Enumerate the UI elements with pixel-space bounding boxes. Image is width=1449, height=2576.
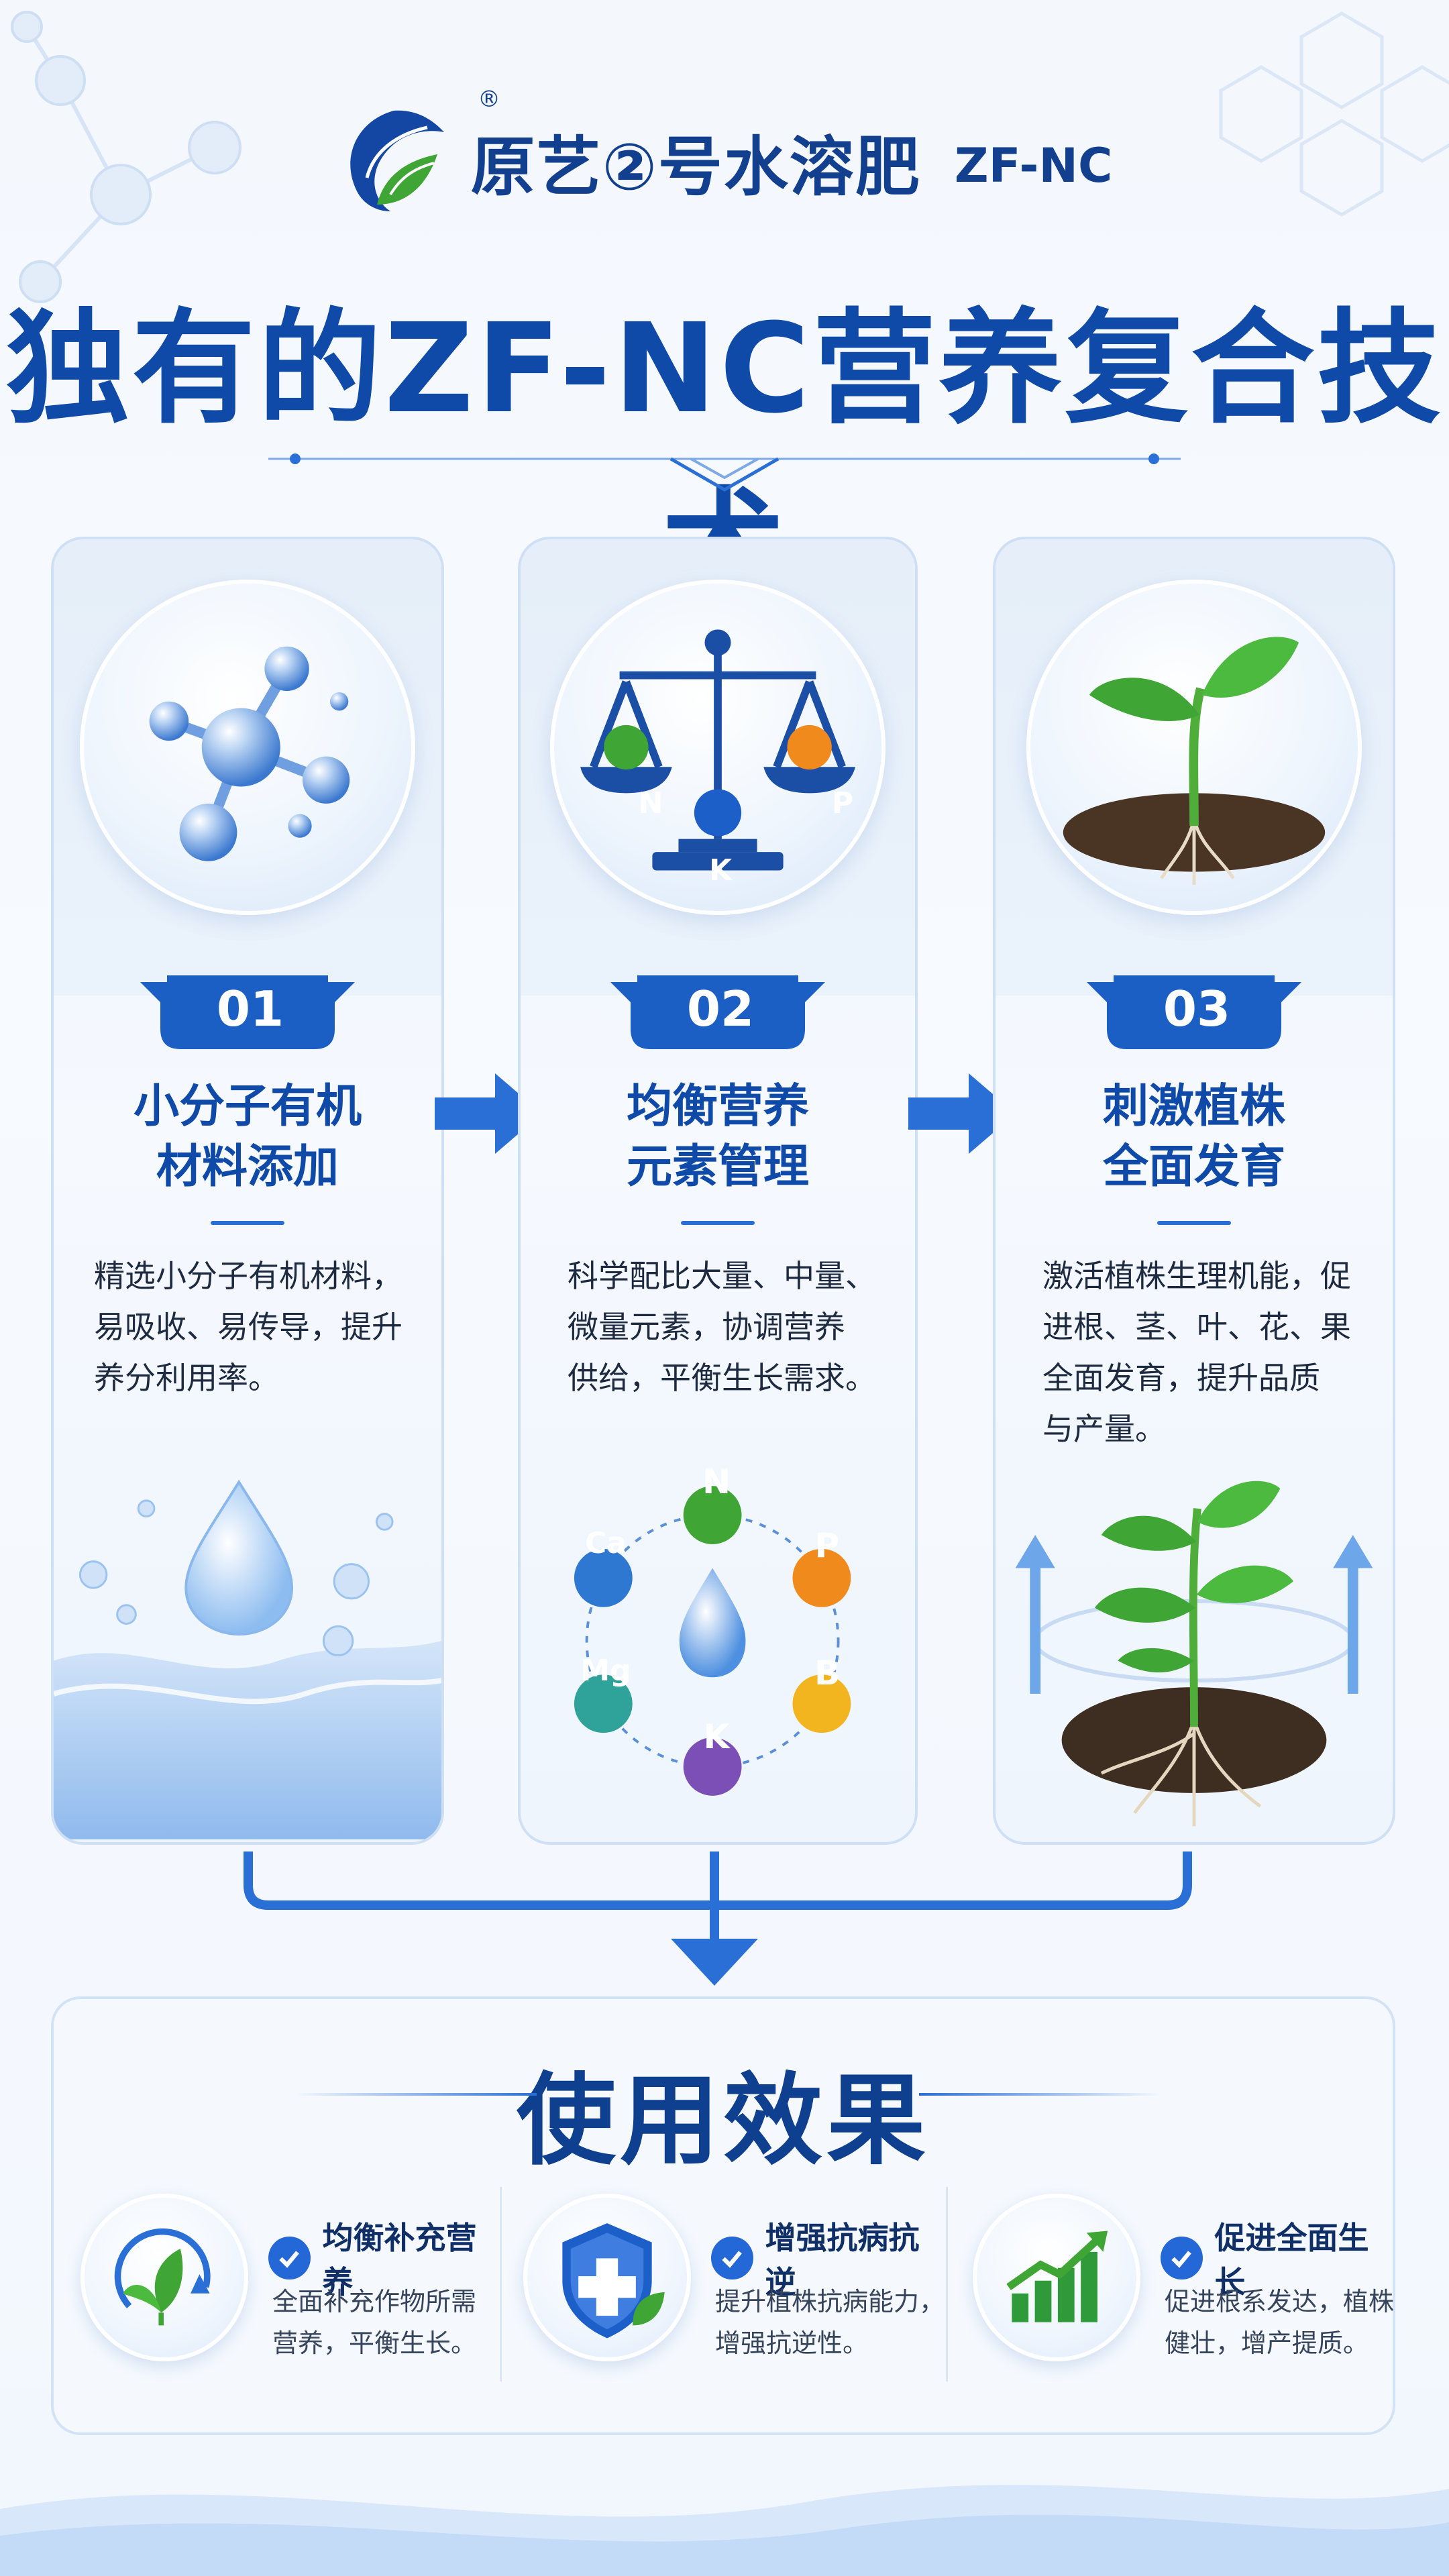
scale-label-n: N [638, 786, 663, 820]
effect-header: 促进全面生长 [1161, 2214, 1395, 2302]
growth-chart-icon [973, 2194, 1140, 2361]
step-description: 精选小分子有机材料， 易吸收、易传导，提升 养分利用率。 [94, 1258, 402, 1396]
title-underline [211, 1221, 284, 1225]
step-card-2: N P K 02 均衡营养 元素管理 科学配比大量、中量、 微量元素，协调营养 … [518, 537, 918, 1845]
water-drop-illustration [54, 1479, 441, 1839]
cards-connector-arrow [244, 1851, 1192, 1986]
step-title-line1: 小分子有机 [133, 1080, 362, 1133]
brand-code: ZF-NC [954, 138, 1113, 193]
element-label-mg: Mg [580, 1654, 631, 1688]
brand-header: 原艺②号水溶肥 ZF-NC [0, 94, 1449, 228]
effect-item-nutrition: 均衡补充营养 全面补充作物所需 营养，平衡生长。 [74, 2180, 503, 2402]
step-description: 科学配比大量、中量、 微量元素，协调营养 供给，平衡生长需求。 [568, 1258, 876, 1396]
balance-scale-icon [550, 580, 885, 915]
check-icon [711, 2237, 753, 2279]
element-label-n: N [702, 1462, 731, 1501]
leaf-cycle-icon [80, 2194, 248, 2361]
step-card-1: 01 小分子有机 材料添加 精选小分子有机材料， 易吸收、易传导，提升 养分利用… [51, 537, 444, 1845]
step-title-line1: 均衡营养 [626, 1080, 809, 1133]
effect-description: 促进根系发达，植株 健壮，增产提质。 [1165, 2287, 1395, 2358]
check-icon [1161, 2237, 1203, 2279]
step-title-line2: 元素管理 [626, 1140, 809, 1193]
step-title-line2: 材料添加 [156, 1140, 339, 1193]
effects-title: 使用效果 [517, 2063, 930, 2178]
effects-title-line-right [919, 2093, 1161, 2096]
step-number-badge [1087, 975, 1301, 1049]
element-label-k: K [703, 1717, 730, 1756]
step-number: 01 [216, 981, 284, 1037]
effects-panel: 使用效果 均衡补充营养 全面补充作物所需 营养，平衡生长。 [51, 1996, 1395, 2435]
step-arrow-2 [908, 1073, 1016, 1154]
effect-label: 均衡补充营养 [322, 2220, 477, 2300]
effects-divider [946, 2187, 948, 2381]
element-label-ca: Ca [585, 1526, 627, 1560]
effect-item-resistance: 增强抗病抗逆 提升植株抗病能力， 增强抗逆性。 [517, 2180, 946, 2402]
element-label-b: B [814, 1654, 841, 1693]
bottom-wave-decoration [0, 2485, 1449, 2576]
background-hexagon-decoration [1219, 11, 1449, 217]
step-title-line2: 全面发育 [1102, 1140, 1285, 1193]
page-title: 独有的ZF-NC营养复合技术 [5, 297, 1444, 619]
effect-description: 全面补充作物所需 营养，平衡生长。 [272, 2287, 477, 2358]
background-molecule-decoration [11, 11, 241, 303]
brand-name: 原艺②号水溶肥 [470, 129, 921, 205]
check-icon [268, 2237, 311, 2279]
seedling-icon [1026, 580, 1362, 915]
effect-description: 提升植株抗病能力， 增强抗逆性。 [715, 2287, 945, 2358]
step-description: 激活植株生理机能，促 进根、茎、叶、花、果 全面发育，提升品质 与产量。 [1042, 1258, 1351, 1447]
effect-header: 增强抗病抗逆 [711, 2214, 946, 2302]
step-number-badge [140, 975, 355, 1049]
effect-label: 增强抗病抗逆 [765, 2220, 920, 2300]
registered-mark: ® [478, 86, 500, 113]
scale-label-p: P [831, 786, 854, 820]
effect-label: 促进全面生长 [1214, 2220, 1369, 2300]
title-divider [268, 453, 1181, 492]
step-card-3: 03 刺激植株 全面发育 激活植株生理机能，促 进根、茎、叶、花、果 全面发育，… [993, 537, 1395, 1845]
molecule-icon [80, 580, 415, 915]
nutrient-element-ring [574, 1486, 851, 1796]
step-title-line1: 刺激植株 [1102, 1080, 1285, 1133]
step-number: 02 [686, 981, 755, 1037]
shield-plus-icon [523, 2194, 691, 2361]
effects-title-line-left [295, 2093, 537, 2096]
effect-header: 均衡补充营养 [268, 2214, 503, 2302]
title-underline [1157, 1221, 1231, 1225]
effects-divider [500, 2187, 502, 2381]
growing-plant-illustration [1015, 1481, 1373, 1827]
brand-logo-icon [337, 104, 451, 218]
effect-item-growth: 促进全面生长 促进根系发达，植株 健壮，增产提质。 [966, 2180, 1395, 2402]
step-number: 03 [1163, 981, 1231, 1037]
title-underline [681, 1221, 755, 1225]
step-number-badge [610, 975, 825, 1049]
scale-label-k: K [708, 853, 733, 888]
step-arrow-1 [435, 1073, 542, 1154]
element-label-p: P [814, 1526, 840, 1565]
